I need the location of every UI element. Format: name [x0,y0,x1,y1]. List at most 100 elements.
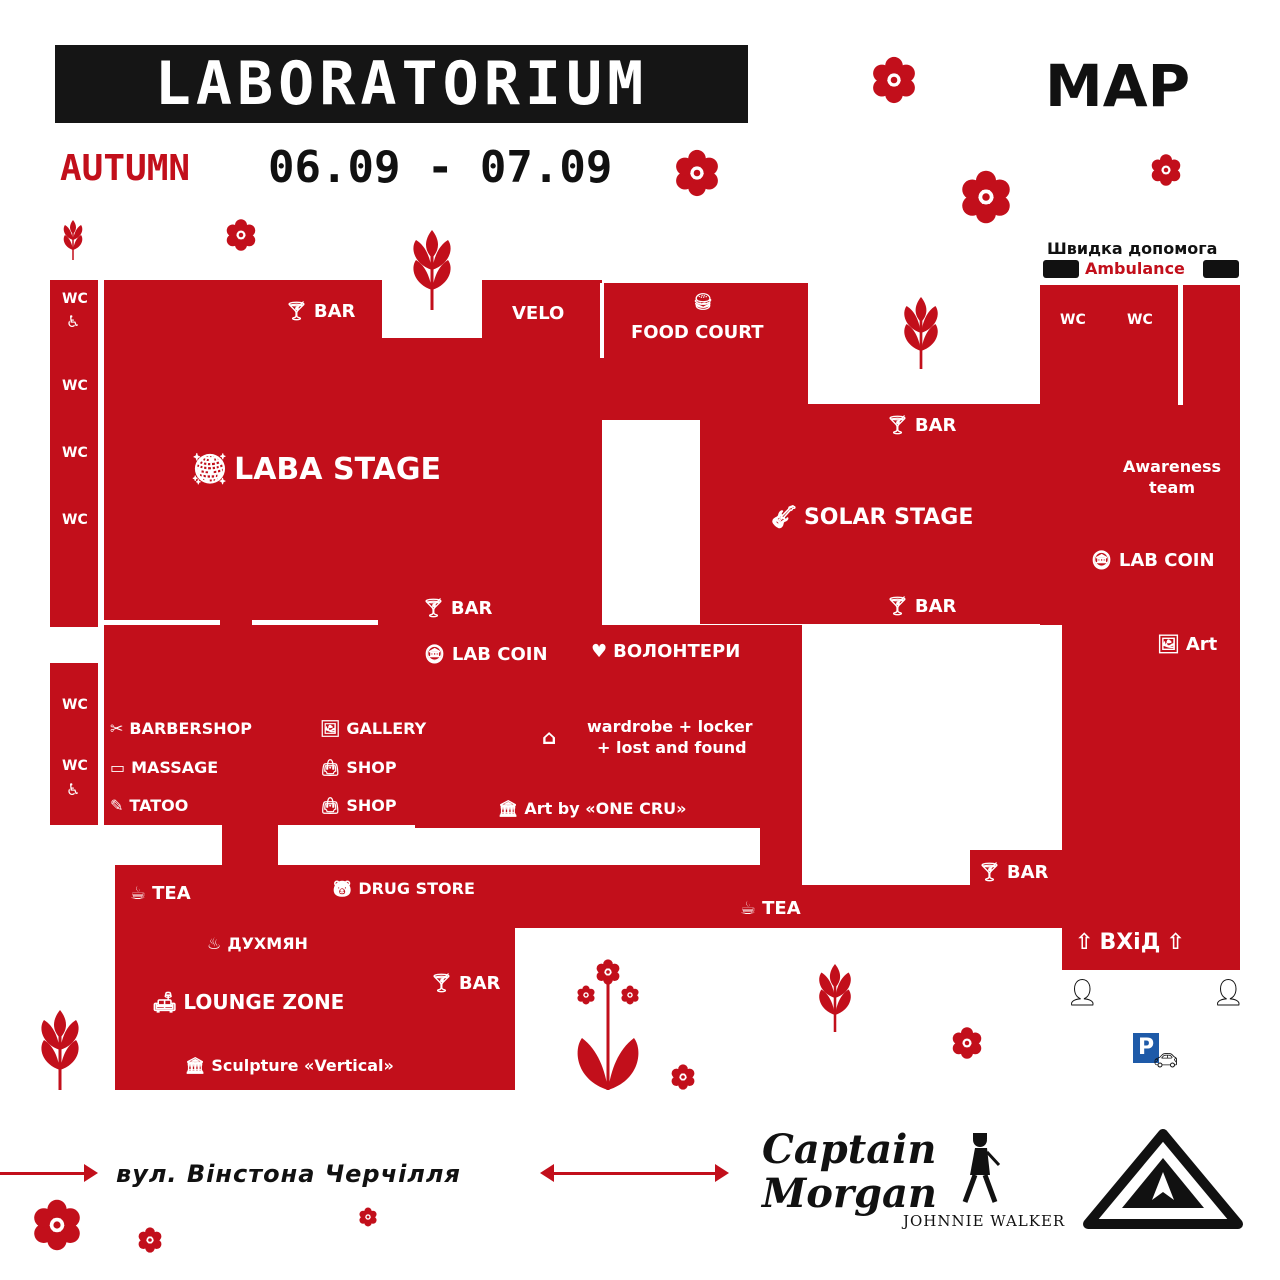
wall [98,280,104,627]
flower-icon [359,1207,377,1227]
arrow-right-icon [84,1164,98,1182]
disco-ball-icon: 🪩︎ [190,452,229,487]
bar-label: 🍸︎BAR [886,596,957,617]
parking-icon: P [1133,1033,1159,1063]
sculpture-label: 🏛︎Sculpture «Vertical» [185,1056,394,1075]
leaf-sprig-icon [39,1008,81,1092]
flower-icon [676,149,718,197]
wc-label: WC [1060,312,1086,328]
accessible-icon: ♿ [66,312,81,331]
food-court-area [602,283,808,420]
guitar-icon: 🎸︎ [770,505,798,530]
bar-label: 🍸︎BAR [285,301,356,322]
wc-label: WC [62,512,88,528]
velo-label: VELO [512,303,565,324]
burger-icon: 🍔︎ [693,292,714,311]
ambulance-icon [1043,260,1079,278]
wc-column-bottom [50,663,98,825]
lounge-zone-label: 🛋︎LOUNGE ZONE [152,990,345,1014]
flower-icon [34,1199,80,1251]
arrow-right-icon [715,1164,729,1182]
leaf-sprig-icon [411,228,453,312]
flower-icon [671,1064,695,1090]
bear-icon: 🐻︎ [332,879,353,898]
awareness-team-label: Awareness team [1123,457,1221,497]
column-icon: 🏛︎ [498,799,519,818]
tea-corridor [515,885,1062,928]
lounge-area [115,865,515,1090]
johnnie-walker-logo: JOHNNIE WALKER [903,1212,1066,1230]
map-title: MAP [1045,52,1191,120]
services-hall [104,625,416,825]
volunteers-label: ♥ВОЛОНТЕРИ [591,641,741,662]
bar-label: 🍸︎BAR [978,862,1049,883]
tea-cup-icon: ☕︎ [130,883,147,904]
arrow-up-icon: ⇧ [1166,930,1185,955]
corridor [760,625,802,885]
wc-label: WC [1127,312,1153,328]
flower-icon [952,1027,982,1059]
street-arrow [545,1172,723,1175]
courtyard [802,850,970,885]
wc-label: WC [62,697,88,713]
wall [98,620,220,625]
cocktail-icon: 🍸︎ [422,598,445,619]
wall [1178,285,1183,405]
captain-morgan-logo: Captain Morgan [762,1126,937,1217]
courtyard [280,828,760,865]
event-dates: 06.09 - 07.09 [268,142,613,193]
armchair-icon: 🛋︎ [152,990,178,1014]
shop-label: 👜︎SHOP [320,796,397,815]
tea-label: ☕︎TEA [740,898,801,919]
leaf-sprig-icon [62,219,84,261]
heart-icon: ♥ [591,641,608,662]
cocktail-icon: 🍸︎ [886,596,909,617]
wc-label: WC [62,291,88,307]
cocktail-icon: 🍸︎ [285,301,308,322]
food-court-label: FOOD COURT [631,322,764,343]
wc-label: WC [62,378,88,394]
massage-table-icon: ▭ [110,758,126,777]
hanger-icon: ⌂ [542,725,557,749]
leaf-sprig-icon [902,295,940,371]
wall [252,620,378,625]
street-name: вул. Вінстона Черчілля [116,1160,461,1188]
ambulance-title-ua: Швидка допомога [1047,239,1218,258]
smoke-icon: ♨ [207,934,222,953]
accessible-icon: ♿ [66,780,81,799]
laboratorium-emblem-icon [1082,1128,1244,1230]
dukhmian-label: ♨ДУХМЯН [207,934,308,953]
coins-icon: 🪙︎ [423,644,446,665]
central-hall [415,625,793,865]
wall [600,283,604,358]
cocktail-icon: 🍸︎ [886,415,909,436]
flower-icon [138,1227,162,1253]
security-guard-icon: 👤︎ [1212,978,1246,1008]
bar-label: 🍸︎BAR [430,973,501,994]
arrow-up-icon: ⇧ [1075,930,1094,955]
tea-cup-icon: ☕︎ [740,898,757,919]
entrance-wing [1062,625,1240,970]
security-guard-icon: 👤︎ [1066,978,1100,1008]
entrance-label: ⇧ВХіД⇧ [1075,930,1185,955]
leaf-sprig-icon [817,962,853,1034]
courtyard [602,420,700,620]
bar-label: 🍸︎BAR [422,598,493,619]
laba-stage-area [104,280,382,625]
corridor [222,825,278,865]
ambulance-icon [1203,260,1239,278]
massage-label: ▭MASSAGE [110,758,219,777]
event-logo: LABORATORIUM [55,45,748,123]
column-icon: 🏛︎ [185,1056,206,1075]
drug-store-label: 🐻︎DRUG STORE [332,879,475,898]
gallery-label: 🖼︎GALLERY [320,719,427,738]
wall [98,663,104,825]
solar-stage-area [700,404,1040,624]
wc-label: WC [62,758,88,774]
tattoo-machine-icon: ✎ [110,796,124,815]
tea-label: ☕︎TEA [130,883,191,904]
picture-icon: 🖼︎ [1157,634,1180,655]
cocktail-icon: 🍸︎ [978,862,1001,883]
lab-coin-label: 🪙︎LAB COIN [1090,550,1215,571]
art-label: 🖼︎Art [1157,634,1218,655]
